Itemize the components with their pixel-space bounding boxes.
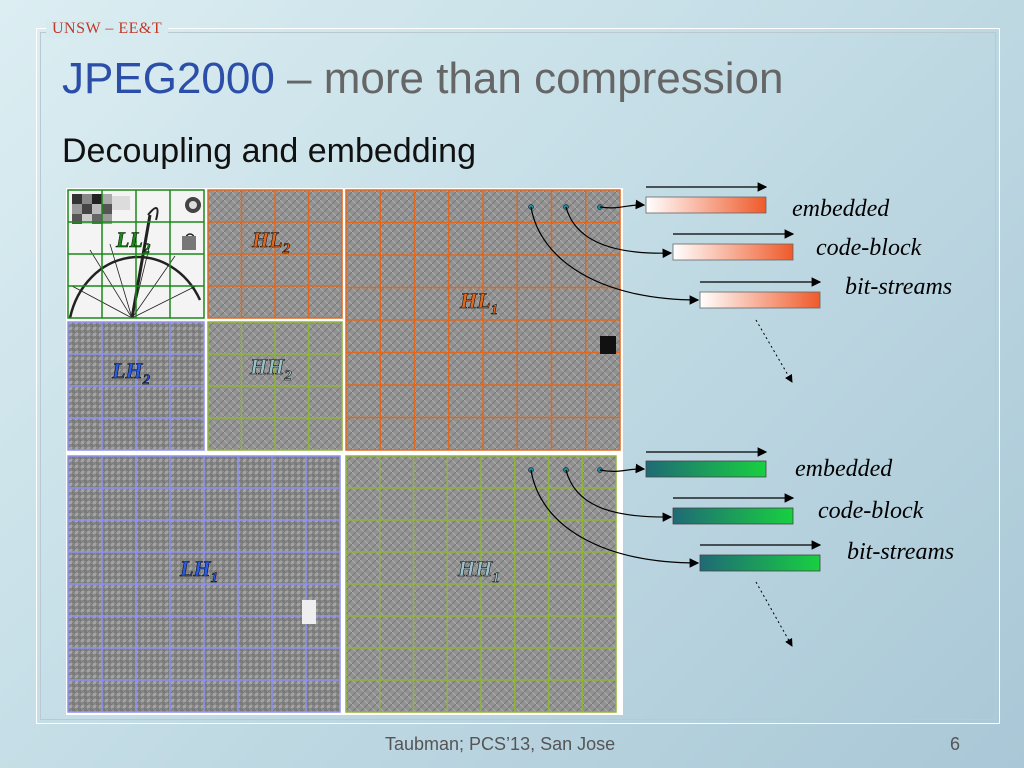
- hl1-subband: [345, 189, 621, 451]
- slide-title: JPEG2000 – more than compression: [62, 54, 784, 104]
- hl2-label: HL2: [251, 227, 291, 257]
- hh2-label: HH2: [249, 354, 292, 384]
- annotation-top-code-block: code-block: [816, 235, 922, 261]
- penny-farthing-bicycle: [68, 207, 202, 319]
- ll2-label: LL2: [115, 227, 151, 257]
- continuation-arrow-bottom: [755, 581, 793, 647]
- slide-subtitle: Decoupling and embedding: [62, 132, 476, 170]
- connector-top-1: [599, 199, 646, 210]
- slide-frame-inner: [40, 32, 996, 720]
- hh1-subband: [345, 455, 617, 713]
- bitstream-bar-top-3: [699, 291, 821, 309]
- lh1-subband: [67, 455, 341, 713]
- org-label: UNSW – EE&T: [46, 20, 169, 38]
- connector-bottom-1: [599, 463, 646, 474]
- lh2-subband: [67, 321, 205, 451]
- ll2-grid: [67, 189, 205, 319]
- bitstream-bar-top-1: [645, 196, 767, 214]
- title-main: JPEG2000: [62, 54, 275, 103]
- continuation-arrow-top: [755, 319, 793, 383]
- bitstream-bar-bottom-3: [699, 554, 821, 572]
- connector-bottom-3: [530, 469, 700, 568]
- annotation-top-bit-streams: bit-streams: [845, 274, 953, 300]
- hl1-label: HL1: [459, 288, 498, 318]
- bottom-bitstreams: [528, 447, 822, 647]
- bitstream-bar-top-2: [672, 243, 794, 261]
- footer-text: Taubman; PCS’13, San Jose: [385, 734, 616, 754]
- top-bitstreams: [528, 182, 822, 383]
- slide-frame: [36, 28, 1000, 724]
- bitstream-bar-bottom-1: [645, 460, 767, 478]
- connector-top-3: [530, 206, 700, 305]
- annotation-top-embedded: embedded: [792, 196, 890, 222]
- checkerboard-pattern: [72, 194, 130, 224]
- lh2-label: LH2: [111, 358, 151, 388]
- hh1-label: HH1: [457, 556, 500, 586]
- connector-bottom-2: [565, 469, 673, 522]
- hh2-subband: [207, 321, 343, 451]
- bitstream-bar-bottom-2: [672, 507, 794, 525]
- annotation-bottom-bit-streams: bit-streams: [847, 539, 955, 565]
- hl2-subband: [207, 189, 343, 319]
- annotation-bottom-code-block: code-block: [818, 498, 924, 524]
- lh1-label: LH1: [179, 556, 218, 586]
- connector-top-2: [565, 206, 673, 259]
- title-rest: – more than compression: [274, 54, 784, 103]
- annotation-bottom-embedded: embedded: [795, 456, 893, 482]
- page-number: 6: [950, 734, 961, 754]
